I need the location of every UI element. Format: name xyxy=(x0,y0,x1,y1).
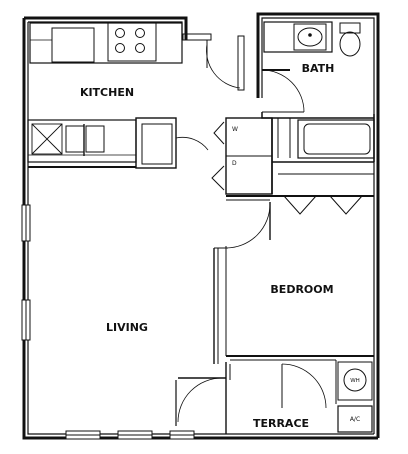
water-heater-label: WH xyxy=(350,378,360,384)
kitchen-door xyxy=(182,33,245,91)
terrace-bedroom-door xyxy=(281,363,327,409)
stove xyxy=(107,22,157,62)
bath-vanity xyxy=(263,21,333,53)
water-heater xyxy=(337,361,373,401)
ac-unit xyxy=(337,405,373,433)
dryer-label: D xyxy=(232,160,237,167)
washer-label: W xyxy=(232,126,238,133)
laundry-closet xyxy=(211,117,273,195)
toilet xyxy=(339,22,361,57)
bedroom-door xyxy=(214,202,271,249)
bathtub xyxy=(261,112,375,162)
ac-unit-label: A/C xyxy=(350,416,360,423)
bath-door xyxy=(261,69,305,113)
windows xyxy=(21,204,195,440)
terrace-label: TERRACE xyxy=(253,417,309,430)
kitchen-label: KITCHEN xyxy=(80,86,134,99)
bath-label: BATH xyxy=(302,62,335,75)
living-label: LIVING xyxy=(106,321,148,334)
terrace-door xyxy=(175,377,226,426)
kitchen-counter xyxy=(29,22,183,64)
exterior-walls xyxy=(22,12,380,440)
island-counter xyxy=(27,119,137,168)
terrace-walls xyxy=(225,360,337,434)
bedroom-walls xyxy=(213,161,374,364)
refrigerator xyxy=(135,117,209,169)
bedroom-label: BEDROOM xyxy=(270,283,333,296)
bedroom-closet-doors xyxy=(283,195,363,215)
